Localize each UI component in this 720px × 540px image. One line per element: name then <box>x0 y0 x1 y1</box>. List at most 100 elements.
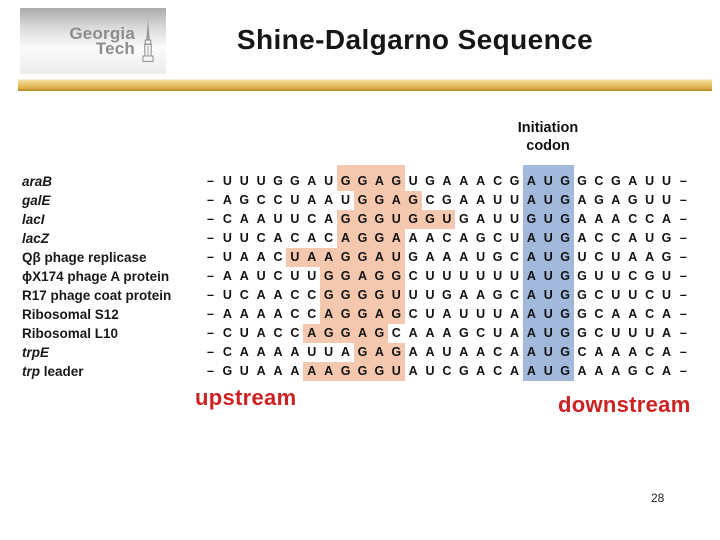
sequence-char: A <box>408 231 418 245</box>
sequence-char: G <box>273 174 283 188</box>
sequence-char: U <box>286 248 304 267</box>
sequence-dash: – <box>679 231 687 245</box>
sequence-char: U <box>425 307 435 321</box>
sequence-char: U <box>661 193 671 207</box>
sequence-char: U <box>273 212 283 226</box>
sequence-char: U <box>387 210 405 229</box>
sequence-char: C <box>425 193 435 207</box>
sequence-char: U <box>324 174 334 188</box>
sequence-char: A <box>628 231 638 245</box>
sequence-char: U <box>408 174 418 188</box>
sequence-char: U <box>442 269 452 283</box>
logo-line2: Tech <box>95 39 135 58</box>
sequence-char: C <box>645 212 655 226</box>
highlight-extension-cell <box>522 165 540 172</box>
sequence-char: C <box>577 345 587 359</box>
sequence-char: A <box>256 212 266 226</box>
sequence-char: G <box>320 267 338 286</box>
sequence-char: A <box>476 174 486 188</box>
sequence-char: A <box>577 212 587 226</box>
sequence-char: A <box>337 229 355 248</box>
sequence-char: G <box>577 326 587 340</box>
sequence-char: A <box>611 345 621 359</box>
sequence-char: U <box>425 269 435 283</box>
sequence-char: U <box>256 269 266 283</box>
highlight-extension-cell <box>320 165 337 172</box>
sequence-char: G <box>425 174 435 188</box>
sequence-char: A <box>459 231 469 245</box>
sequence-char: A <box>320 248 338 267</box>
sequence-char: A <box>370 172 388 191</box>
logo-line1: Georgia <box>69 24 135 43</box>
sequence-char: U <box>509 193 519 207</box>
sequence-char: A <box>273 231 283 245</box>
sequence-char: U <box>493 193 503 207</box>
sequence-char: C <box>307 288 317 302</box>
sequence-char: A <box>239 345 249 359</box>
sequence-char: A <box>522 343 540 362</box>
sequence-char: U <box>476 307 486 321</box>
sequence-char: G <box>354 305 371 324</box>
sequence-char: A <box>594 212 604 226</box>
sequence-char: A <box>459 193 469 207</box>
sequence-char: A <box>611 193 621 207</box>
sequence-char: A <box>408 364 418 378</box>
sequence-char: A <box>476 345 486 359</box>
page-number: 28 <box>651 491 665 505</box>
sequence-dash: – <box>206 364 214 378</box>
sequence-char: A <box>239 250 249 264</box>
sequence-char: U <box>509 269 519 283</box>
sequence-char: C <box>408 307 418 321</box>
sequence-char: U <box>476 269 486 283</box>
sequence-char: A <box>222 307 232 321</box>
gene-label: lacI <box>22 212 45 227</box>
sequence-char: C <box>594 326 604 340</box>
highlight-extension-cell <box>270 165 287 172</box>
sequence-dash: – <box>206 250 214 264</box>
sequence-char: A <box>522 248 540 267</box>
sequence-char: U <box>539 362 557 381</box>
highlight-extension-cell <box>472 165 489 172</box>
sequence-char: A <box>628 250 638 264</box>
sequence-char: A <box>459 288 469 302</box>
sequence-char: U <box>387 286 405 305</box>
sequence-char: G <box>370 191 388 210</box>
sequence-dash: – <box>679 174 687 188</box>
sequence-char: C <box>611 231 621 245</box>
highlight-extension-cell <box>219 165 236 172</box>
sequence-char: A <box>273 345 283 359</box>
sequence-char: A <box>256 288 266 302</box>
gene-label: Ribosomal L10 <box>22 326 119 341</box>
sequence-dash: – <box>679 288 687 302</box>
sequence-char: G <box>337 210 355 229</box>
sequence-char: U <box>256 174 266 188</box>
sequence-char: U <box>645 193 655 207</box>
sequence-char: G <box>577 288 587 302</box>
sequence-dash: – <box>679 326 687 340</box>
sequence-char: G <box>458 364 469 378</box>
sequence-char: G <box>556 172 574 191</box>
sequence-char: C <box>628 212 638 226</box>
sequence-char: C <box>290 288 300 302</box>
sequence-char: G <box>627 364 638 378</box>
sequence-char: A <box>661 345 671 359</box>
georgia-tech-logo-text: Georgia Tech <box>69 24 135 58</box>
sequence-char: G <box>522 210 540 229</box>
sequence-dash: – <box>206 269 214 283</box>
sequence-char: A <box>324 212 334 226</box>
highlight-extension-cell <box>590 165 607 172</box>
sequence-char: A <box>628 307 638 321</box>
sequence-char: A <box>611 364 621 378</box>
highlight-extension-cell <box>658 165 675 172</box>
sequence-char: G <box>239 193 250 207</box>
sequence-char: A <box>387 191 405 210</box>
sequence-char: G <box>556 229 574 248</box>
sequence-char: U <box>577 250 587 264</box>
sequence-char: U <box>539 172 557 191</box>
downstream-label: downstream <box>558 392 691 417</box>
sequence-char: G <box>458 326 469 340</box>
gene-label: lacZ <box>22 231 50 246</box>
